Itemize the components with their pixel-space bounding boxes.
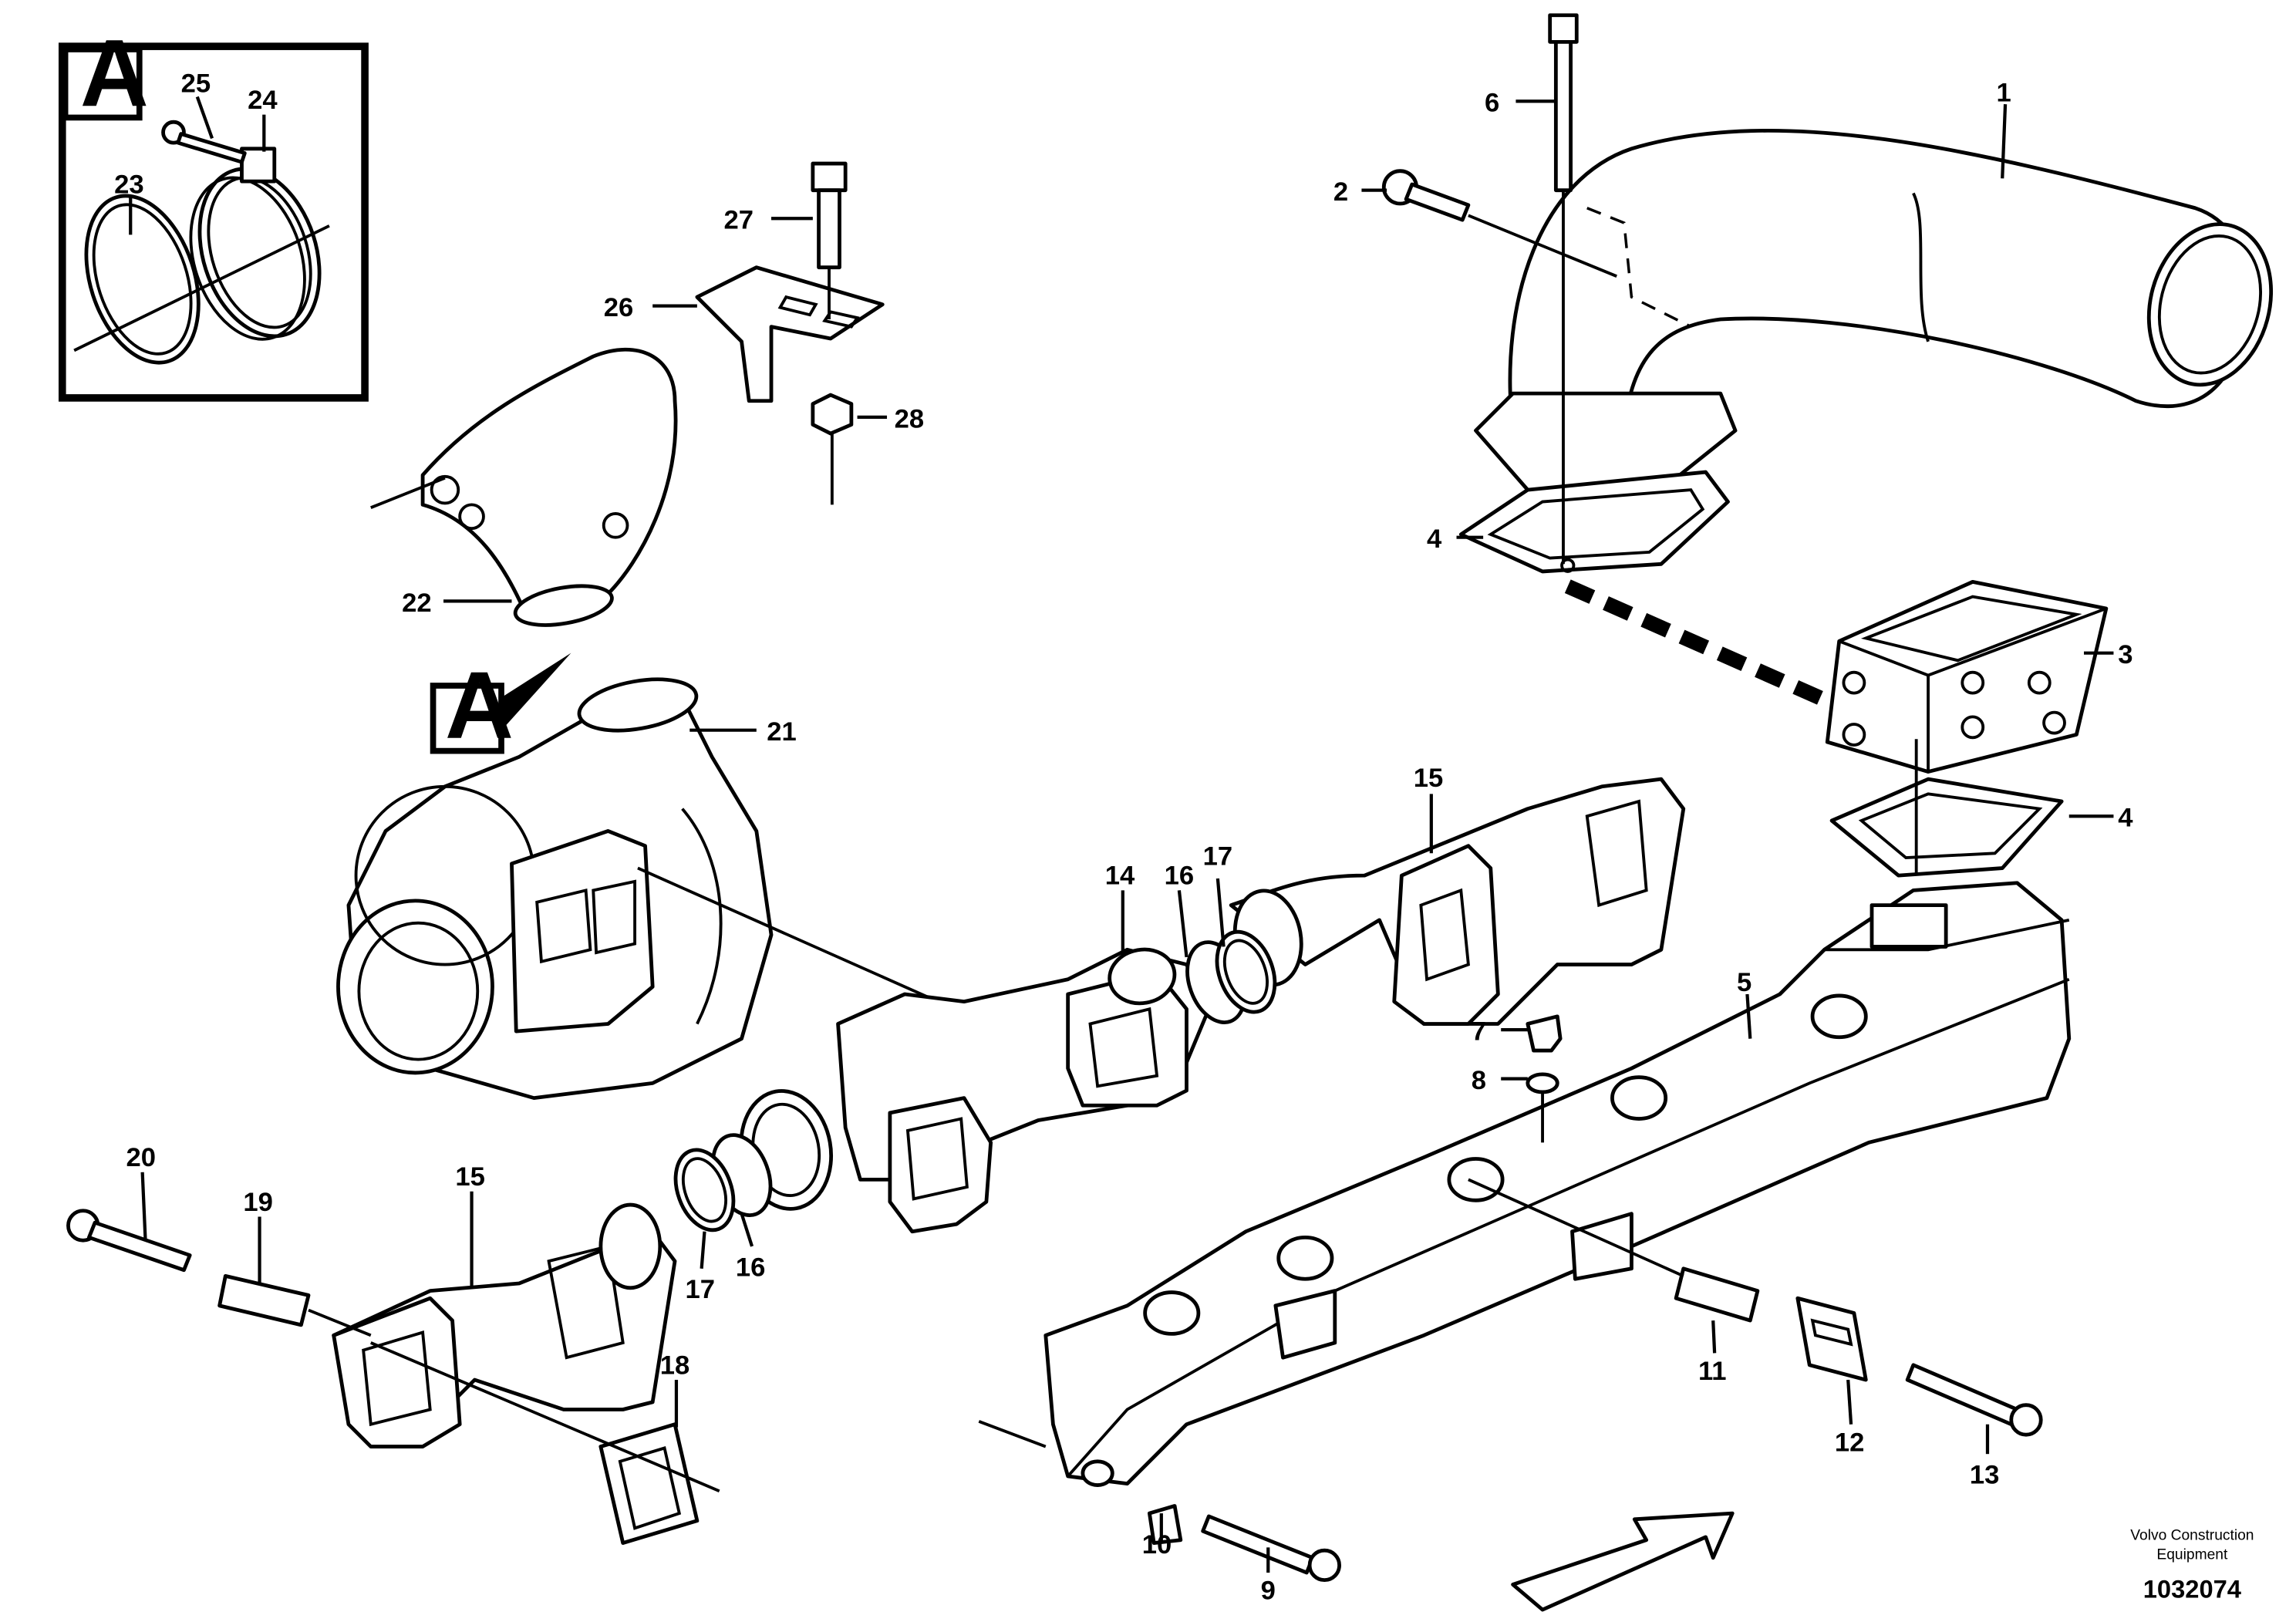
- callout-23: 23: [114, 170, 144, 200]
- callout-24: 24: [248, 86, 278, 115]
- exhaust-manifold-5: [978, 881, 2072, 1487]
- sleeve-11: [1468, 1178, 1760, 1323]
- callout-22: 22: [402, 588, 432, 618]
- callout-12: 12: [1835, 1428, 1865, 1457]
- gasket-4-lower: [1829, 739, 2064, 878]
- direction-arrow: [1511, 1511, 1735, 1612]
- bolt-2: [1381, 169, 1617, 278]
- callout-26: 26: [604, 293, 634, 322]
- callout-16-upper: 16: [1165, 862, 1195, 891]
- bolt-9: [1201, 1514, 1341, 1583]
- detail-a-callout: A: [370, 476, 571, 758]
- callout-21: 21: [767, 717, 797, 747]
- callout-14: 14: [1105, 862, 1135, 891]
- callout-20: 20: [126, 1143, 156, 1172]
- callout-17-upper: 17: [1203, 842, 1233, 872]
- credit-line-1: Volvo Construction: [2130, 1528, 2254, 1544]
- callout-18: 18: [660, 1351, 690, 1380]
- callout-27: 27: [723, 206, 754, 235]
- exhaust-pipe-15-lower: [332, 1202, 677, 1448]
- callout-19: 19: [243, 1188, 273, 1217]
- callout-8: 8: [1472, 1066, 1486, 1095]
- valve-block-3: [1825, 579, 2109, 774]
- callout-11: 11: [1698, 1357, 1727, 1386]
- callout-6: 6: [1485, 89, 1499, 118]
- bolt-13: [1905, 1363, 2043, 1437]
- pipe-1: [1474, 128, 2274, 492]
- callout-3: 3: [2118, 640, 2132, 669]
- leader-lines: [129, 96, 2114, 1573]
- nut-28: [811, 393, 854, 505]
- elbow-22: [420, 347, 678, 627]
- callout-15-lower: 15: [455, 1162, 485, 1192]
- callout-25: 25: [181, 69, 211, 99]
- callout-15-upper: 15: [1414, 764, 1444, 793]
- pipe-14: [836, 947, 1211, 1234]
- bolt-27: [811, 161, 848, 319]
- sleeve-10: [1148, 1504, 1183, 1545]
- bracket-26: [695, 265, 885, 403]
- document-number: 1032074: [2143, 1575, 2241, 1603]
- callout-7: 7: [1472, 1017, 1486, 1047]
- callout-4-upper: 4: [1427, 524, 1442, 554]
- callout-9: 9: [1261, 1576, 1276, 1606]
- washer-8: [1526, 1072, 1559, 1143]
- seal-ring-17-lower: [673, 1148, 736, 1233]
- callout-16-lower: 16: [736, 1253, 766, 1282]
- callout-10: 10: [1142, 1530, 1172, 1560]
- bolt-6: [1548, 13, 1579, 565]
- callout-2: 2: [1333, 177, 1348, 207]
- callout-4-lower: 4: [2118, 804, 2133, 833]
- plug-7: [1526, 1014, 1563, 1053]
- callout-5: 5: [1737, 968, 1752, 997]
- detail-a-letter: A: [80, 21, 149, 126]
- seal-ring-17-upper: [1215, 929, 1277, 1014]
- detail-a-callout-letter: A: [445, 653, 514, 758]
- callout-1: 1: [1997, 78, 2011, 107]
- callout-labels: 1 2 3 4 4 5 6 7 8 9 10 11 12 13 14 15 15…: [114, 69, 2133, 1606]
- gasket-4-upper: [1458, 470, 1730, 574]
- turbocharger-21: [336, 677, 973, 1101]
- callout-13: 13: [1970, 1461, 2000, 1490]
- sleeve-19: [217, 1273, 311, 1327]
- exhaust-pipe-15-upper: [1229, 777, 1686, 1026]
- credit-line-2: Equipment: [2156, 1547, 2228, 1563]
- bracket-12: [1795, 1296, 1868, 1382]
- detail-a-inset: A: [58, 21, 369, 402]
- callout-28: 28: [895, 404, 925, 433]
- callout-17-lower: 17: [685, 1275, 715, 1304]
- bolt-20: [66, 1209, 372, 1337]
- gasket-18: [370, 1341, 720, 1545]
